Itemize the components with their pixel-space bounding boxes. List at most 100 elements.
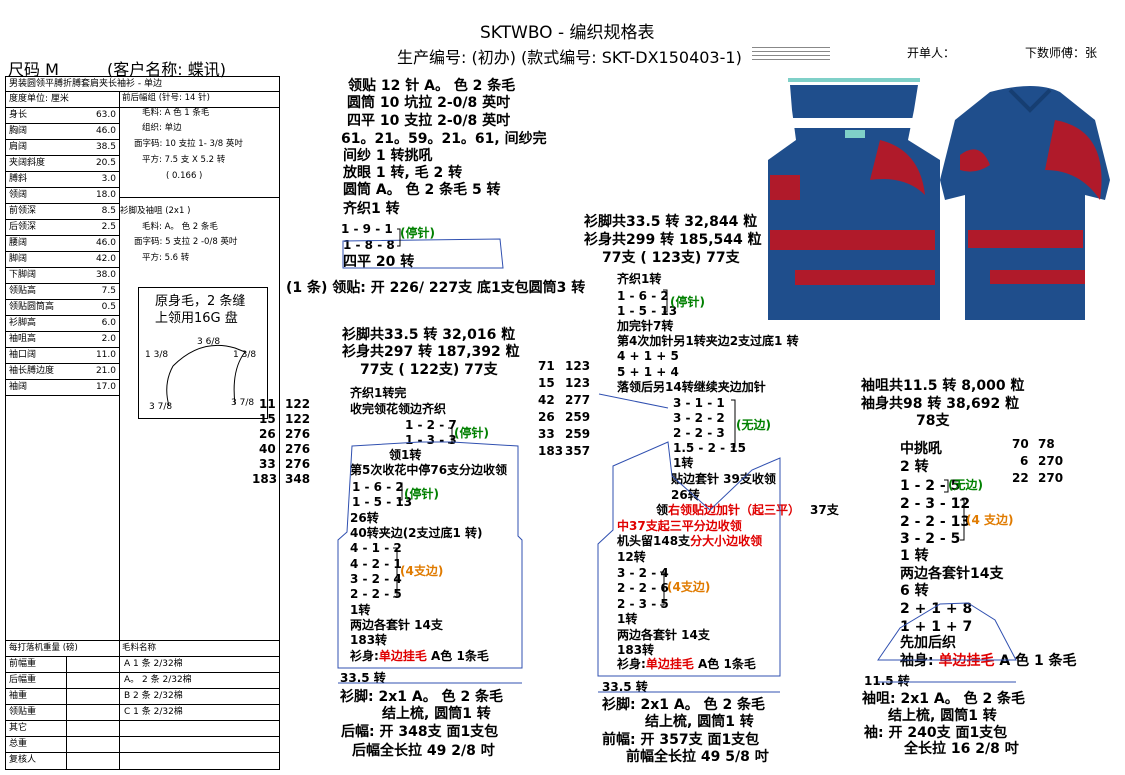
weight-name: 前幅重 — [9, 659, 37, 669]
measure-name: 衫脚高 — [9, 318, 37, 328]
measure-value: 20.5 — [95, 158, 116, 168]
yarn-name: B 2 条 2/32棉 — [124, 691, 183, 701]
logo-stamp — [752, 44, 830, 62]
page-title: SKTWBO - 编织规格表 — [480, 23, 655, 43]
front-bottom: 前幅全长拉 49 5/8 吋 — [626, 749, 769, 765]
collar-open: (1 条) 领贴: 开 226/ 227支 底1支包圆筒3 转 — [286, 280, 586, 296]
sleeve-no-edge: (无边) — [948, 478, 983, 492]
back-cut: (4支边) — [400, 564, 444, 578]
front-summary: 衫身共299 转 185,544 粒 — [584, 232, 762, 248]
back-num: 26 — [538, 410, 555, 424]
front-bottom: 衫脚: 2x1 A。 色 2 条毛 — [602, 697, 766, 713]
yarn-name: A 1 条 2/32棉 — [124, 659, 183, 669]
front-step: 4 + 1 + 5 — [617, 349, 679, 363]
front-red-line3: 机头留148支分大小边收领 — [617, 534, 762, 548]
front-step: 2 - 2 - 6 — [617, 581, 669, 595]
back-bottom: 结上梳, 圆筒1 转 — [382, 706, 491, 722]
body-note: 平方: 7.5 支 X 5.2 转 — [142, 155, 226, 165]
master-label: 下数师傅：张 — [1025, 46, 1098, 60]
back-left-num: 122 — [285, 412, 311, 426]
front-step: 落领后另14转继续夹边加针 — [617, 380, 766, 394]
back-step: 领1转 — [389, 448, 422, 462]
front-shirt-image — [940, 86, 1110, 320]
sleeve-note: 平方: 5.6 转 — [142, 253, 190, 263]
back-foot: 33.5 转 — [340, 671, 386, 685]
back-step: 26转 — [350, 511, 379, 525]
measure-name: 夹阔斜度 — [9, 158, 46, 168]
measure-value: 0.5 — [101, 302, 116, 312]
client-label: (客户名称: 蝶讯) — [107, 60, 226, 79]
back-num: 33 — [538, 427, 555, 441]
back-left-num: 348 — [285, 472, 311, 486]
measure-value: 8.5 — [101, 206, 116, 216]
back-summary: 衫身共297 转 187,392 粒 — [342, 344, 520, 360]
weight-row: 其它 — [6, 720, 279, 736]
back-num: 277 — [565, 393, 591, 407]
measure-value: 2.5 — [101, 222, 116, 232]
front-no-edge: (无边) — [736, 418, 771, 432]
collar-line: 齐织1 转 — [343, 201, 400, 217]
sleeve-note: 面字码: 5 支拉 2 -0/8 英吋 — [134, 237, 238, 247]
sleeve-num: 70 — [1012, 437, 1029, 451]
front-inner2: 26转 — [671, 488, 700, 502]
measure-value: 46.0 — [95, 126, 116, 136]
measure-name: 下脚阔 — [9, 270, 37, 280]
measure-name: 袖咀高 — [9, 334, 37, 344]
collar-step: 1 - 8 - 8 — [343, 238, 395, 252]
front-neck-step: 3 - 2 - 2 — [673, 411, 725, 425]
back-shen: 衫身:单边挂毛 A色 1条毛 — [350, 649, 489, 663]
back-left-num: 122 — [285, 397, 311, 411]
front-red2: 中37支起三平分边收领 — [617, 519, 742, 533]
measure-name: 袖口阔 — [9, 350, 37, 360]
weights-header: 每打落机重量 (磅) — [9, 643, 78, 653]
body-header: 前后幅组 (针号: 14 针) — [122, 93, 210, 103]
sleeve-step: 2 转 — [900, 459, 929, 475]
front-inner2: 贴边套针 39支收领 — [671, 472, 776, 486]
front-neck-step: 1.5 - 2 - 15 — [673, 441, 746, 455]
sleeve-shen-pre: 袖身: — [900, 653, 939, 669]
measure-value: 38.0 — [95, 270, 116, 280]
sleeve-shen: 袖身: 单边挂毛 A 色 1 条毛 — [900, 653, 1077, 669]
measure-value: 3.0 — [101, 174, 116, 184]
collar-line: 间纱 1 转挑吼 — [343, 148, 433, 164]
sleeve-num: 78 — [1038, 437, 1055, 451]
back-left-num: 183 — [252, 472, 278, 486]
back-num: 259 — [565, 427, 591, 441]
front-step: 加完针7转 — [617, 319, 674, 333]
sleeve-summary: 袖身共98 转 38,692 粒 — [861, 396, 1020, 412]
body-note: 毛料: A 色 1 条毛 — [142, 108, 210, 118]
front-neck-step: 2 - 2 - 3 — [673, 426, 725, 440]
neck-dim-left: 1 3/8 — [145, 350, 169, 360]
neck-box-line: 原身毛，2 条缝 — [155, 294, 246, 309]
weight-name: 其它 — [9, 723, 28, 733]
front-red3-pre: 机头留148支 — [617, 534, 691, 548]
front-neck-step: 3 - 1 - 1 — [673, 396, 725, 410]
back-stop: (停针) — [454, 426, 489, 440]
sleeve-num: 270 — [1038, 454, 1064, 468]
front-step: 第4次加针另1转夹边2支过底1 转 — [617, 334, 799, 348]
back-shen-post: A色 1条毛 — [426, 649, 489, 663]
measure-name: 身长 — [9, 110, 28, 120]
back-step: 3 - 2 - 4 — [350, 572, 402, 586]
back-shen-pre: 衫身: — [350, 649, 379, 663]
measure-value: 17.0 — [95, 382, 116, 392]
neck-box-line: 上领用16G 盘 — [155, 311, 238, 326]
back-left-num: 276 — [285, 457, 311, 471]
body-note: 面字码: 10 支拉 1- 3/8 英吋 — [134, 139, 243, 149]
production-line: 生产编号: (初办) (款式编号: SKT-DX150403-1) — [397, 48, 742, 67]
measure-name: 腰阔 — [9, 238, 28, 248]
measure-value: 6.0 — [101, 318, 116, 328]
back-left-num: 33 — [259, 457, 276, 471]
front-step: 1转 — [617, 612, 638, 626]
collar-line: 圆筒 A。 色 2 条毛 5 转 — [343, 182, 501, 198]
front-step: 12转 — [617, 550, 646, 564]
sleeve-shen-red: 单边挂毛 — [938, 653, 995, 669]
back-left-num: 276 — [285, 427, 311, 441]
front-shen-post: A色 1条毛 — [693, 657, 756, 671]
